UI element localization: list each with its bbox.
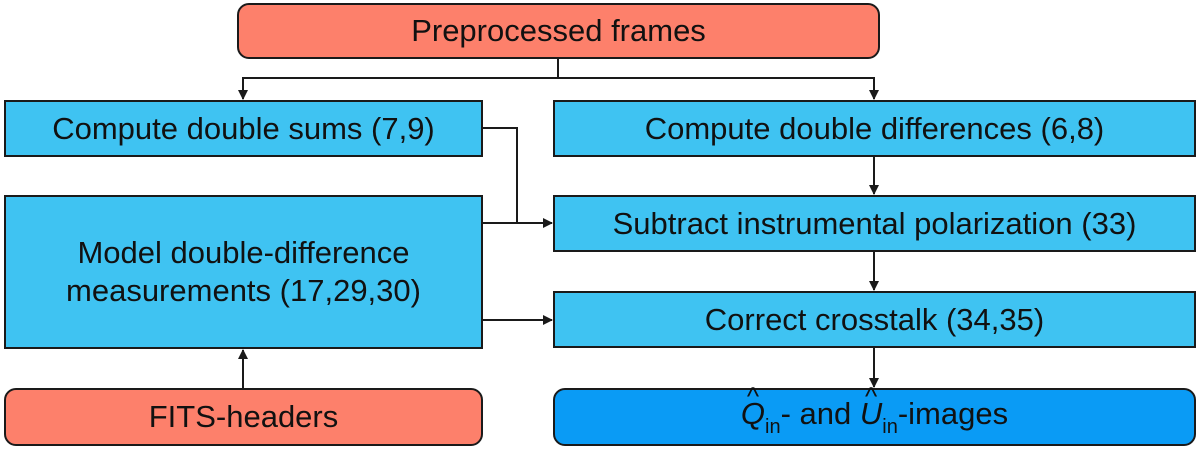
- node-compute-double-differences: Compute double differences (6,8): [553, 100, 1196, 157]
- q-subscript: in: [765, 415, 781, 438]
- node-fits-headers: FITS-headers: [4, 388, 483, 446]
- edge-sums-to-subtract: [483, 127, 518, 223]
- node-subtract-instrumental-polarization: Subtract instrumental polarization (33): [553, 195, 1196, 252]
- hat-icon: ^: [746, 380, 760, 411]
- node-label: FITS-headers: [148, 399, 339, 435]
- q-hat-symbol: ^Q: [740, 380, 766, 431]
- node-label: Compute double differences (6,8): [644, 110, 1105, 146]
- hat-icon: ^: [864, 380, 878, 411]
- node-output-images: ^Qin- and ^Uin-images: [553, 380, 1196, 446]
- node-label: Correct crosstalk (34,35): [704, 301, 1045, 337]
- node-correct-crosstalk: Correct crosstalk (34,35): [553, 291, 1196, 348]
- node-model-measurements: Model double-difference measurements (17…: [4, 195, 483, 349]
- node-label: Compute double sums (7,9): [52, 110, 435, 146]
- node-preprocessed-frames: Preprocessed frames: [237, 3, 880, 59]
- node-label-line2: measurements (17,29,30): [66, 273, 421, 308]
- end-text: -images: [897, 395, 1009, 431]
- node-label: Subtract instrumental polarization (33): [612, 205, 1137, 241]
- node-compute-double-sums: Compute double sums (7,9): [4, 100, 483, 157]
- node-label-line1: Model double-difference: [77, 235, 410, 271]
- mid-text: - and: [780, 395, 860, 431]
- node-label: Preprocessed frames: [411, 13, 706, 49]
- edge-preprocessed-to-sums: [238, 77, 558, 100]
- u-subscript: in: [882, 415, 898, 438]
- u-hat-symbol: ^U: [859, 380, 883, 431]
- node-label: ^Qin- and ^Uin-images: [740, 380, 1009, 439]
- edge-preprocessed-to-differences: [558, 77, 879, 100]
